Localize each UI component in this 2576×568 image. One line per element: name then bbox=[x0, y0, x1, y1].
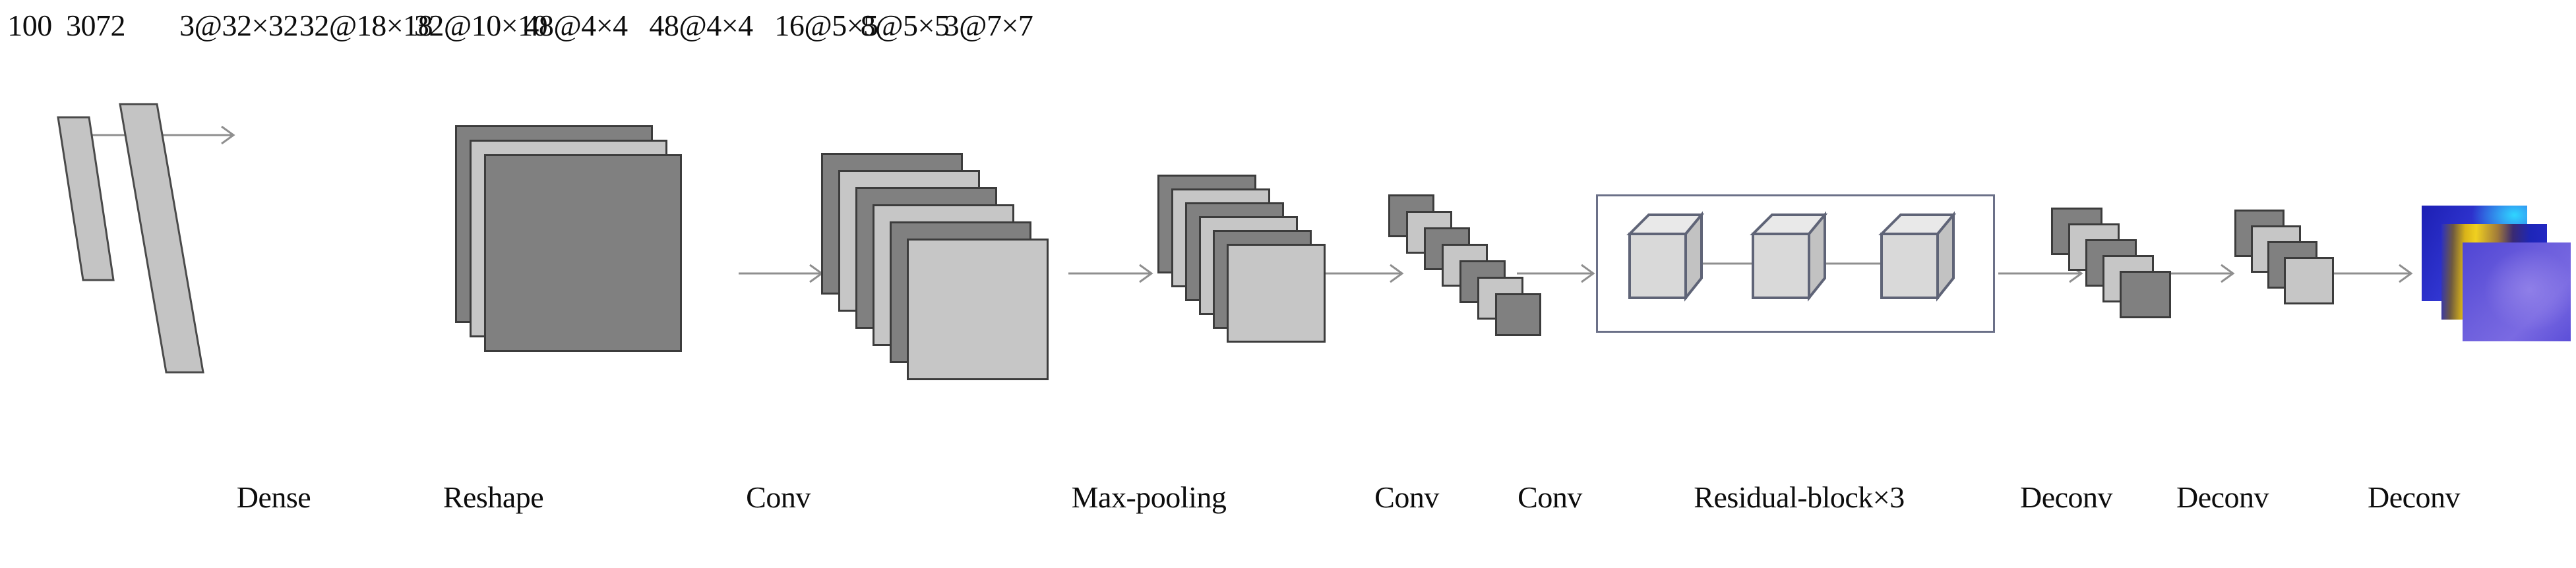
maxpool-feature-map-stack bbox=[1157, 175, 1382, 372]
deconv2-feature-map-stack bbox=[2234, 210, 2373, 335]
layer-dimension-label-maxpool: 32@10×10 bbox=[414, 9, 548, 42]
layer-dimension-label-resblock: 48@4×4 bbox=[649, 9, 753, 42]
operation-label-conv1: Conv bbox=[746, 480, 811, 514]
operation-label-conv2: Conv bbox=[1374, 480, 1439, 514]
residual-cube bbox=[1750, 211, 1828, 303]
latent-vector-parallelogram bbox=[40, 115, 132, 287]
conv2-feature-map-stack bbox=[1388, 194, 1560, 346]
feature-map-plane bbox=[2120, 271, 2171, 318]
layer-dimension-label-100: 100 bbox=[7, 9, 52, 42]
deconv1-feature-map-stack bbox=[2051, 208, 2203, 339]
operation-label-conv3: Conv bbox=[1518, 480, 1582, 514]
layer-dimension-label-deconv2: 8@5×5 bbox=[860, 9, 950, 42]
feature-map-plane bbox=[484, 154, 682, 352]
output-rgb-stack bbox=[2422, 206, 2573, 351]
feature-map-plane bbox=[2284, 257, 2334, 304]
operation-label-reshape: Reshape bbox=[443, 480, 544, 514]
feature-map-plane bbox=[1227, 244, 1326, 343]
layer-dimension-label-deconv1: 16@5×5 bbox=[774, 9, 878, 42]
operation-label-deconv1: Deconv bbox=[2019, 480, 2113, 514]
arrow-reshape-to-conv1 bbox=[739, 262, 824, 285]
operation-label-deconv3: Deconv bbox=[2367, 480, 2461, 514]
layer-dimension-label-output: 3@7×7 bbox=[944, 9, 1033, 42]
residual-cube bbox=[1626, 211, 1705, 303]
operation-label-deconv2: Deconv bbox=[2176, 480, 2269, 514]
operation-label-maxpool: Max-pooling bbox=[1071, 480, 1227, 514]
layer-dimension-label-conv2: 48@4×4 bbox=[524, 9, 628, 42]
layer-dimension-label-3072: 3072 bbox=[66, 9, 126, 42]
residual-cube bbox=[1878, 211, 1957, 303]
operation-label-dense: Dense bbox=[236, 480, 311, 514]
conv1-feature-map-stack bbox=[821, 153, 1098, 390]
feature-map-plane bbox=[907, 239, 1049, 380]
reshape-feature-map-stack bbox=[455, 125, 745, 389]
feature-map-plane bbox=[1495, 293, 1541, 336]
layer-dimension-label-reshape: 3@32×32 bbox=[179, 9, 298, 42]
dense-vector-parallelogram bbox=[106, 102, 224, 379]
operation-label-residual: Residual-block×3 bbox=[1694, 480, 1905, 514]
output-channel-plane-purple bbox=[2463, 242, 2571, 341]
layer-dimension-label-conv1: 32@18×18 bbox=[299, 9, 433, 42]
